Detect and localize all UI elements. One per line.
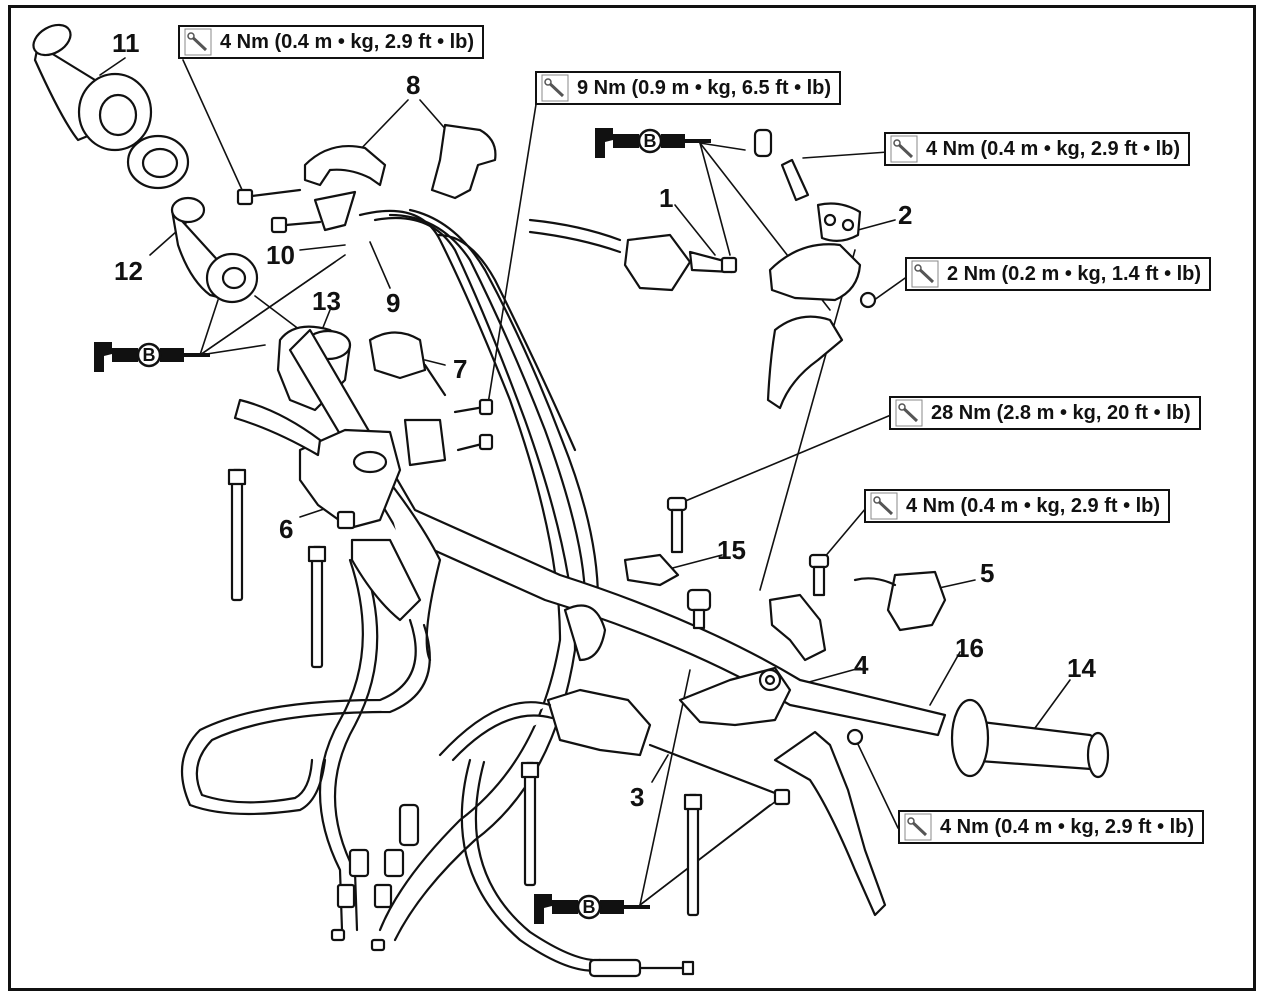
clamp-15 <box>623 553 680 587</box>
torque-value: 4 Nm (0.4 m • kg, 2.9 ft • lb) <box>940 815 1195 838</box>
torque-wrench-icon <box>870 492 898 520</box>
left-grip-11 <box>32 23 153 152</box>
nut-small <box>773 728 864 806</box>
part-label-16: 16 <box>955 633 984 663</box>
part-label-11: 11 <box>112 28 140 58</box>
grease-gun-icon <box>534 894 650 924</box>
front-brake-master-6 <box>233 398 422 622</box>
part-label-3: 3 <box>630 782 645 812</box>
grease-label: B <box>582 897 596 917</box>
master-clamp-bolts <box>403 398 494 467</box>
clamp-bolt-28nm <box>666 496 688 554</box>
washer <box>126 134 190 190</box>
lever-holder-2 <box>753 128 877 309</box>
clutch-lever <box>766 315 844 410</box>
hot-start-lever-1 <box>528 218 738 292</box>
right-grip-14 <box>950 698 1110 779</box>
torque-wrench-icon <box>904 813 932 841</box>
part-label-12: 12 <box>114 256 143 286</box>
bolt-4nm-5 <box>808 553 830 597</box>
torque-wrench-icon <box>184 28 212 56</box>
part-label-4: 4 <box>854 650 869 680</box>
grease-label: B <box>142 345 156 365</box>
part-label-8: 8 <box>406 70 421 100</box>
grease-symbol-left: B <box>92 336 212 376</box>
part-label-2: 2 <box>898 200 913 230</box>
torque-value: 4 Nm (0.4 m • kg, 2.9 ft • lb) <box>926 137 1181 160</box>
grease-gun-icon <box>595 128 711 158</box>
brake-lever <box>773 730 887 917</box>
part-label-6: 6 <box>279 514 294 544</box>
switch-5 <box>853 570 947 632</box>
cable-bundle <box>319 208 600 942</box>
torque-wrench-icon <box>890 135 918 163</box>
lever-holder-4 <box>678 666 792 727</box>
bolt-lower <box>686 588 712 630</box>
torque-spec-lever-nut: 2 Nm (0.2 m • kg, 1.4 ft • lb) <box>905 257 1212 291</box>
torque-spec-handlebar-clamp: 28 Nm (2.8 m • kg, 20 ft • lb) <box>889 396 1201 430</box>
bracket-7 <box>368 331 447 397</box>
throttle-screws <box>236 188 322 234</box>
leader-lines <box>99 57 1071 906</box>
part-label-5: 5 <box>980 558 995 588</box>
part-label-13: 13 <box>312 286 341 316</box>
grease-symbol-right-upper: B <box>593 122 713 162</box>
torque-wrench-icon <box>911 260 939 288</box>
throttle-cable-3 <box>460 743 782 978</box>
torque-spec-switch-bolt: 4 Nm (0.4 m • kg, 2.9 ft • lb) <box>864 489 1171 523</box>
torque-value: 28 Nm (2.8 m • kg, 20 ft • lb) <box>931 401 1191 424</box>
part-label-7: 7 <box>453 354 468 384</box>
torque-value: 2 Nm (0.2 m • kg, 1.4 ft • lb) <box>947 262 1202 285</box>
torque-value: 4 Nm (0.4 m • kg, 2.9 ft • lb) <box>906 494 1161 517</box>
part-label-1: 1 <box>659 183 674 213</box>
torque-value: 4 Nm (0.4 m • kg, 2.9 ft • lb) <box>220 30 475 53</box>
grease-symbol-right-lower: B <box>532 888 652 928</box>
cable-ties <box>227 468 703 917</box>
bracket-assembly <box>768 593 827 662</box>
torque-wrench-icon <box>895 399 923 427</box>
torque-spec-brake-lever-nut: 4 Nm (0.4 m • kg, 2.9 ft • lb) <box>898 810 1205 844</box>
part-label-15: 15 <box>717 535 746 565</box>
cable-ends <box>330 803 420 952</box>
torque-spec-lever-holder: 4 Nm (0.4 m • kg, 2.9 ft • lb) <box>884 132 1191 166</box>
grease-gun-icon <box>94 342 210 372</box>
torque-wrench-icon <box>541 74 569 102</box>
part-label-10: 10 <box>266 240 295 270</box>
torque-spec-master-clamp: 9 Nm (0.9 m • kg, 6.5 ft • lb) <box>535 71 842 105</box>
grease-label: B <box>643 131 657 151</box>
part-label-9: 9 <box>386 288 401 318</box>
throttle-housing-right <box>438 604 652 762</box>
brake-hose <box>180 618 431 816</box>
throttle-cover-8 <box>303 123 497 232</box>
torque-value: 9 Nm (0.9 m • kg, 6.5 ft • lb) <box>577 76 832 99</box>
handlebar-16 <box>288 328 947 737</box>
torque-spec-throttle-cover: 4 Nm (0.4 m • kg, 2.9 ft • lb) <box>178 25 485 59</box>
throttle-tube-12 <box>170 196 259 304</box>
part-label-14: 14 <box>1067 653 1096 683</box>
